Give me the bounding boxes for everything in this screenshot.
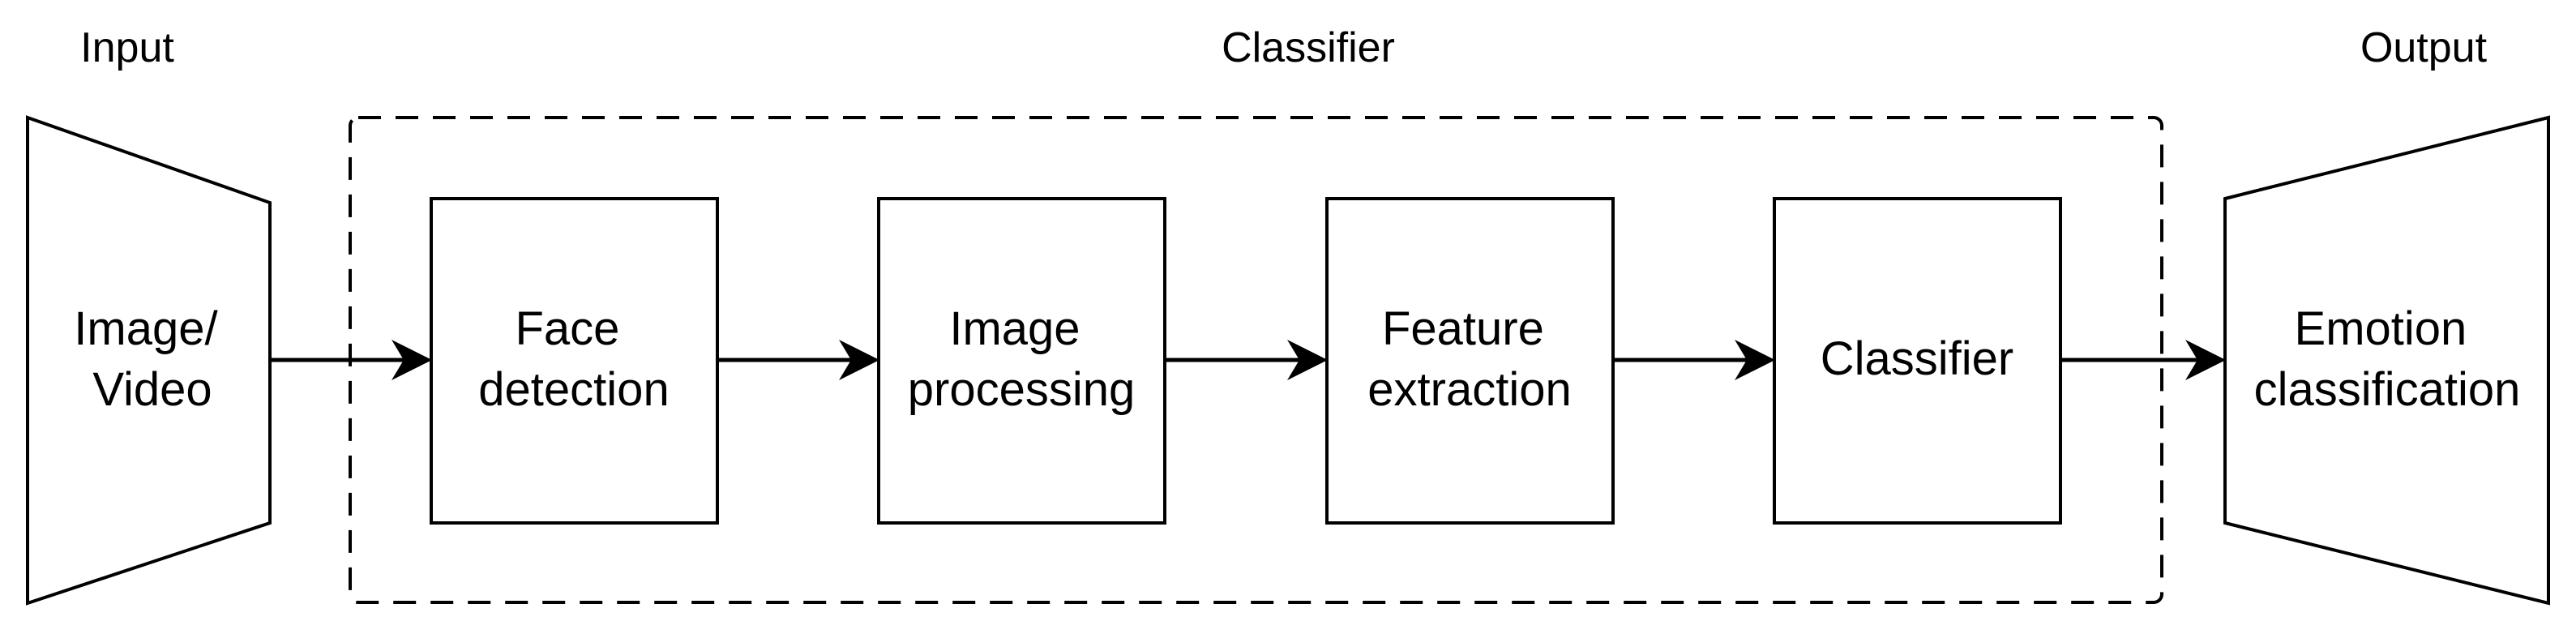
stage-image-processing: Image processing bbox=[877, 197, 1166, 525]
output-shape-line-1: Emotion bbox=[2295, 302, 2467, 355]
stage-line-2: detection bbox=[478, 363, 669, 416]
input-shape: Image/ Video bbox=[26, 115, 272, 606]
input-shape-label: Image/ Video bbox=[74, 302, 230, 416]
stage-line-1: Classifier bbox=[1821, 332, 2014, 385]
stage-classifier: Classifier bbox=[1773, 197, 2062, 525]
stage-box bbox=[430, 197, 719, 525]
output-shape-line-2: classification bbox=[2254, 363, 2521, 416]
stage-line-1: Feature bbox=[1382, 302, 1544, 355]
input-header: Input bbox=[80, 24, 174, 71]
output-shape: Emotion classification bbox=[2223, 115, 2550, 606]
stage-feature-extraction: Feature extraction bbox=[1325, 197, 1615, 525]
stage-line-1: Face bbox=[515, 302, 619, 355]
stage-face-detection: Face detection bbox=[430, 197, 719, 525]
output-header: Output bbox=[2360, 24, 2488, 71]
stage-box bbox=[1325, 197, 1615, 525]
classifier-header: Classifier bbox=[1222, 24, 1395, 71]
input-shape-line-1: Image/ bbox=[74, 302, 218, 355]
stage-line-2: extraction bbox=[1367, 363, 1571, 416]
stage-label: Image processing bbox=[908, 302, 1135, 416]
stage-line-1: Image bbox=[949, 302, 1080, 355]
stage-box bbox=[877, 197, 1166, 525]
stage-label: Feature extraction bbox=[1367, 302, 1571, 416]
input-shape-line-2: Video bbox=[92, 363, 212, 416]
stage-box bbox=[1773, 197, 2062, 525]
stage-line-2: processing bbox=[908, 363, 1135, 416]
stage-label: Face detection bbox=[478, 302, 669, 416]
output-shape-label: Emotion classification bbox=[2254, 302, 2521, 416]
stage-label: Classifier bbox=[1821, 332, 2014, 385]
